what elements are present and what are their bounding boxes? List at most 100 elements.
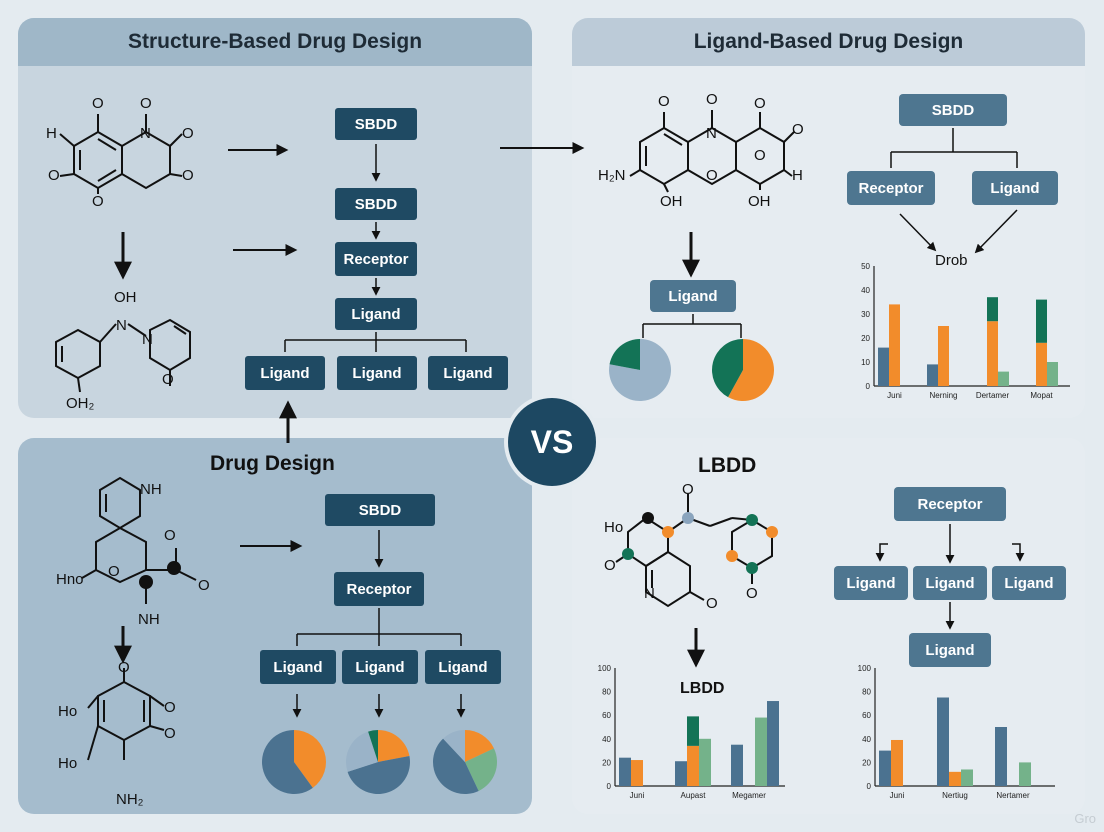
drug-design-title: Drug Design	[210, 452, 335, 475]
y-tick-label: 10	[861, 358, 870, 367]
receptor-box: Receptor	[894, 487, 1006, 521]
svg-text:N: N	[140, 125, 151, 142]
bar	[995, 727, 1007, 786]
ligand-box: Ligand	[337, 356, 417, 390]
svg-text:N: N	[644, 585, 655, 602]
sbdd-box: SBDD	[325, 494, 435, 526]
x-tick-label: Juni	[630, 791, 645, 800]
x-tick-label: Aupast	[681, 791, 707, 800]
watermark: Gro	[1074, 811, 1096, 826]
x-tick-label: Nertamer	[996, 791, 1030, 800]
svg-text:H: H	[792, 167, 803, 184]
bar	[889, 304, 900, 386]
pie-slice	[712, 339, 743, 398]
bar	[1019, 762, 1031, 786]
svg-text:O: O	[182, 125, 194, 142]
bar	[619, 757, 631, 786]
pie-charts	[262, 339, 774, 795]
svg-text:O: O	[792, 121, 804, 138]
svg-text:O: O	[754, 147, 766, 164]
pie-slice	[345, 731, 378, 772]
svg-text:O: O	[164, 527, 176, 544]
svg-text:O: O	[164, 725, 176, 742]
svg-text:O: O	[162, 371, 174, 388]
pie-slice	[608, 339, 671, 402]
ligand-box: Ligand	[650, 280, 736, 312]
sbdd-box: SBDD	[335, 108, 417, 140]
pie-slice	[347, 756, 411, 795]
svg-text:O: O	[164, 699, 176, 716]
x-tick-label: Nerning	[929, 391, 957, 400]
receptor-box: Receptor	[335, 242, 417, 276]
lbdd-chart-label: LBDD	[680, 680, 725, 697]
panel-title: Structure-Based Drug Design	[18, 18, 532, 66]
y-tick-label: 0	[866, 382, 871, 391]
svg-text:NH: NH	[138, 611, 160, 628]
bar	[878, 347, 889, 386]
svg-text:O: O	[706, 91, 718, 108]
y-tick-label: 50	[861, 262, 870, 271]
bar	[879, 750, 891, 786]
ligand-box: Ligand	[425, 650, 501, 684]
ligand-box: Ligand	[245, 356, 325, 390]
svg-text:Ho: Ho	[604, 519, 623, 536]
svg-text:N: N	[706, 125, 717, 142]
ligand-box: Ligand	[342, 650, 418, 684]
x-tick-label: Mopat	[1030, 391, 1053, 400]
bar	[938, 326, 949, 386]
pie-slice	[465, 748, 498, 791]
ligand-box: Ligand	[992, 566, 1066, 600]
bar	[755, 717, 767, 786]
svg-text:OH: OH	[114, 289, 137, 306]
y-tick-label: 20	[602, 758, 611, 767]
ligand-box: Ligand	[834, 566, 908, 600]
y-tick-label: 40	[602, 735, 611, 744]
molecule-atoms	[139, 512, 778, 589]
pie-slice	[432, 738, 479, 795]
drob-label: Drob	[935, 252, 968, 269]
pie-slice	[728, 339, 774, 401]
bar	[998, 371, 1009, 386]
bar	[631, 760, 643, 786]
ligand-box: Ligand	[909, 633, 991, 667]
ligand-box: Ligand	[913, 566, 987, 600]
y-tick-label: 100	[598, 664, 612, 673]
y-tick-label: 80	[862, 688, 871, 697]
arrows	[114, 128, 1025, 718]
ligand-box: Ligand	[335, 298, 417, 330]
y-tick-label: 40	[861, 286, 870, 295]
svg-text:O: O	[140, 95, 152, 112]
x-tick-label: Juni	[887, 391, 902, 400]
svg-text:OH₂: OH₂	[66, 395, 95, 412]
bar	[1047, 362, 1058, 386]
x-tick-label: Dertamer	[976, 391, 1010, 400]
molecule-labels: O O O O O O H N OH N N O OH₂ O O O O N H…	[46, 91, 804, 808]
bar	[927, 364, 938, 386]
bar	[687, 745, 699, 786]
svg-text:OH: OH	[660, 193, 683, 210]
svg-text:O: O	[706, 167, 718, 184]
ligand-box: Ligand	[972, 171, 1058, 205]
molecule-structures	[55, 110, 795, 761]
y-tick-label: 0	[867, 782, 872, 791]
y-tick-label: 20	[862, 758, 871, 767]
sbdd-box: SBDD	[335, 188, 417, 220]
svg-text:O: O	[92, 193, 104, 210]
pie-slice	[443, 730, 465, 762]
vs-badge: VS	[508, 398, 596, 486]
bar	[699, 738, 711, 786]
svg-text:H: H	[46, 125, 57, 142]
svg-text:NH: NH	[140, 481, 162, 498]
ligand-box: Ligand	[260, 650, 336, 684]
bar	[891, 739, 903, 786]
panel-title: Ligand-Based Drug Design	[572, 18, 1085, 66]
bar	[987, 321, 998, 386]
bar	[937, 697, 949, 786]
bar	[675, 761, 687, 786]
ligand-box: Ligand	[428, 356, 508, 390]
svg-text:O: O	[604, 557, 616, 574]
pie-slice	[262, 730, 313, 794]
